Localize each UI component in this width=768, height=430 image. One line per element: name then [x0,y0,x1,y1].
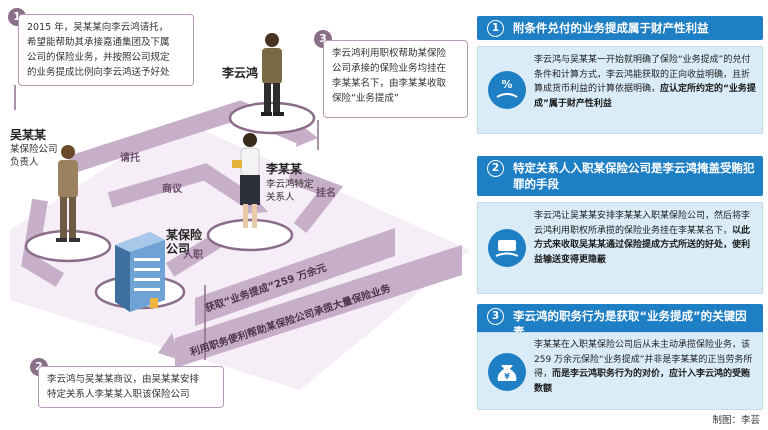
panel-3-body: ¥ 李某某在入职某保险公司后从未主动承揽保险业务，该 259 万余元保险“业务提… [477,332,763,410]
panel-1-heading: 1 附条件兑付的业务提成属于财产性利益 [477,16,763,40]
svg-text:¥: ¥ [504,372,510,381]
panel-2-text-plain: 李云鸿让吴某某安排李某某入职某保险公司，然后将李云鸿利用职权所承揽的保险业务挂在… [534,211,751,236]
flow-label-discuss: 商议 [162,184,182,195]
flow-path-discuss [107,163,260,212]
percent-hand-icon: % [488,71,526,109]
flow-path-join [165,233,223,277]
panel-1-number: 1 [487,20,504,37]
flow-label-hang: 挂名 [316,188,336,199]
panel-3-text-bold: 而是李云鸿职务行为的对价，应计入李云鸿的受贿数额 [534,369,751,394]
box-discuss: 李云鸿与吴某某商议，由吴某某安排 特定关系人李某某入职该保险公司 [38,366,224,408]
panel-3-text: 李某某在入职某保险公司后从未主动承揽保险业务，该 259 万余元保险“业务提成”… [534,338,756,396]
person-wu-name: 吴某某 [10,128,47,142]
money-hand-icon [488,229,526,267]
flow-path-left [21,198,65,287]
person-li-yh-name: 李云鸿 [222,66,259,80]
arrow-head-use [158,333,180,360]
platform-wu [24,229,112,263]
company-name: 某保险 公司 [166,228,203,256]
credit-text: 制图：李芸 [712,415,760,426]
person-wu-role: 某保险公司 负责人 [10,144,58,168]
panel-2-text-bold: 以此方式来收取吴某某通过保险提成方式所送的好处，使利益输送变得更隐蔽 [534,225,751,265]
panel-1-text: 李云鸿与吴某某一开始就明确了保险“业务提成”的兑付条件和计算方式，李云鸿能获取的… [534,53,756,111]
svg-text:%: % [501,78,512,91]
platform-li-yh [228,101,316,135]
platform-li-mm [206,218,294,252]
panel-3-text-plain: 李某某在入职某保险公司后从未主动承揽保险业务，该 259 万余元保险“业务提成”… [534,340,753,379]
flow-diagram [10,33,470,390]
flow-band-obtain [195,228,395,326]
flow-path-hang [287,167,344,233]
panel-1-body: % 李云鸿与吴某某一开始就明确了保险“业务提成”的兑付条件和计算方式，李云鸿能获… [477,46,763,134]
panel-2-heading-text: 特定关系人入职某保险公司是李云鸿掩盖受贿犯罪的手段 [513,161,755,191]
box-request: 2015 年，吴某某向李云鸿请托， 希望能帮助其承接嘉通集团及下属 公司的保险业… [18,14,194,86]
person-li-mm-name: 李某某 [266,162,303,176]
panel-1-text-plain: 李云鸿与吴某某一开始就明确了保险“业务提成”的兑付条件和计算方式，李云鸿能获取的… [534,55,751,94]
panel-1-heading-text: 附条件兑付的业务提成属于财产性利益 [513,21,709,35]
box-hang: 李云鸿利用职权帮助某保险 公司承接的保险业务均挂在 李某某名下，由李某某收取 保… [323,40,468,118]
panel-2-text: 李云鸿让吴某某安排李某某入职某保险公司，然后将李云鸿利用职权所承揽的保险业务挂在… [534,209,756,267]
flow-label-join: 入职 [183,250,203,261]
panel-2-heading: 2 特定关系人入职某保险公司是李云鸿掩盖受贿犯罪的手段 [477,156,763,196]
panel-2-body: 李云鸿让吴某某安排李某某入职某保险公司，然后将李云鸿利用职权所承揽的保险业务挂在… [477,202,763,294]
panel-2-number: 2 [487,160,504,177]
money-bag-icon: ¥ [488,353,526,391]
person-wu-figure [56,145,80,242]
flow-band-use [175,245,462,368]
person-li-mm-figure [232,133,260,228]
building-figure [115,232,165,312]
person-li-mm-role: 李云鸿特定 关系人 [266,179,314,203]
person-li-yh-figure [261,33,284,116]
panel-1-text-bold: 应认定所约定的“业务提成”属于财产性利益 [534,84,756,109]
panel-3-number: 3 [487,308,504,325]
flow-label-request: 请托 [120,153,140,164]
